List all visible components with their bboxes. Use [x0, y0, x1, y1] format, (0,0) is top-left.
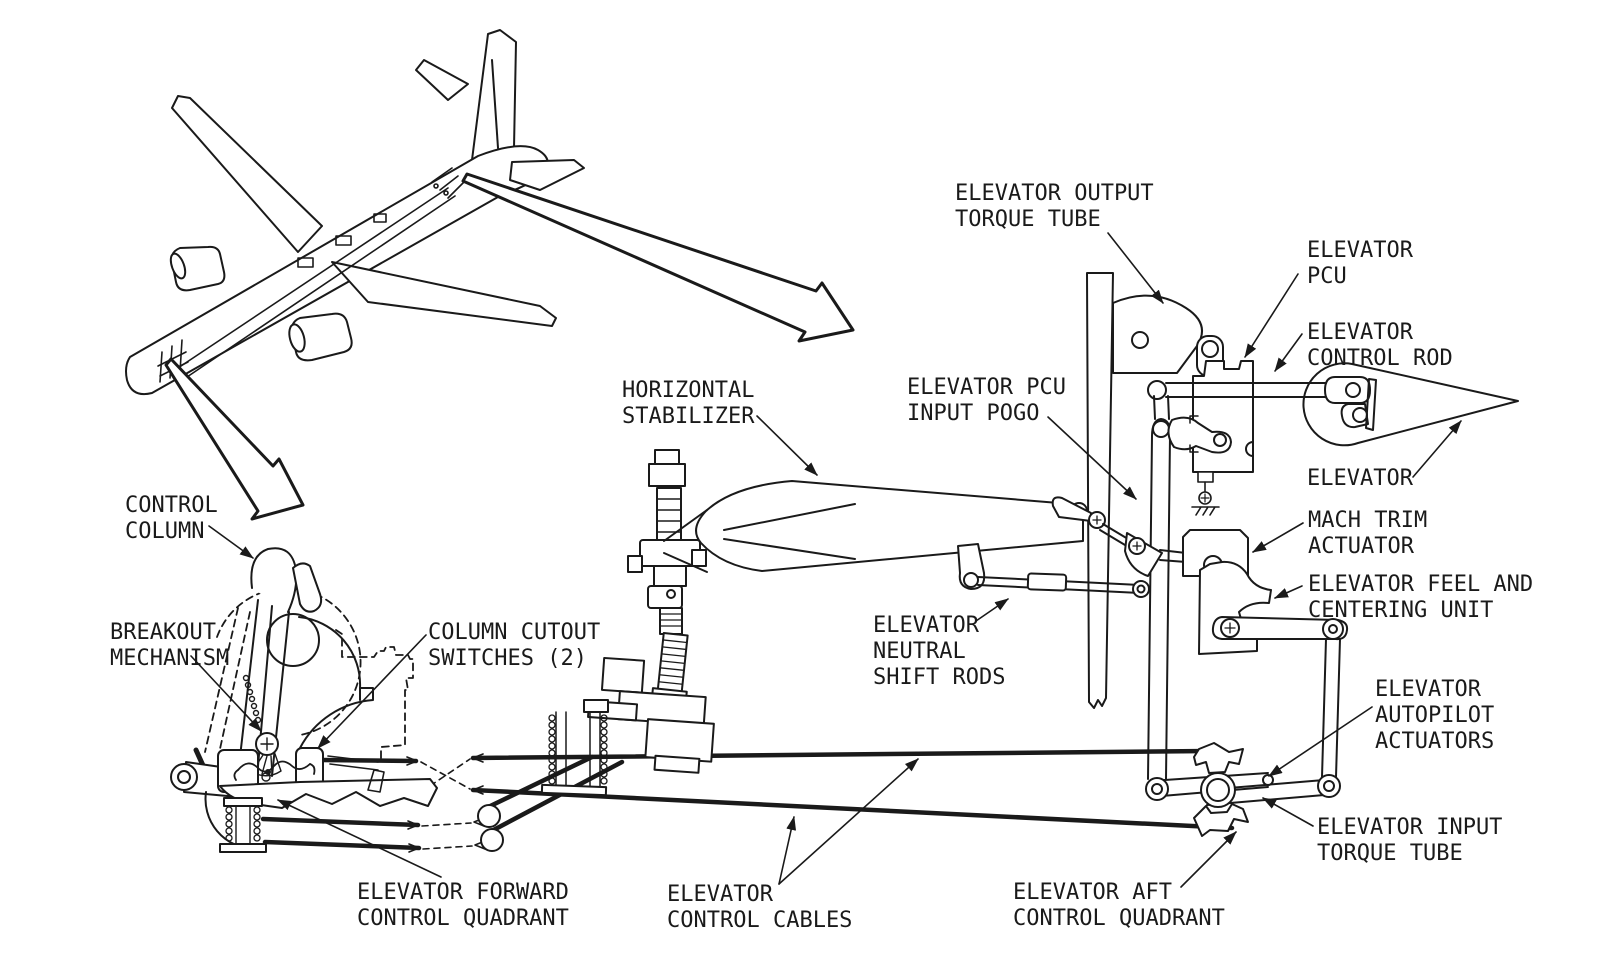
label-mach-trim-actuator: MACH TRIM ACTUATOR: [1308, 508, 1428, 559]
leader-input-pogo: [1047, 416, 1137, 500]
leader-lines: [190, 232, 1462, 888]
leader-control-cables-1: [778, 816, 797, 885]
quadrant-aft-bracket: [327, 755, 385, 793]
forward-quadrant-arm: [219, 778, 438, 809]
control-column-assembly: [239, 547, 374, 782]
elevator-neutral-shift-rod: [977, 572, 1150, 598]
feel-centering-crank: [1198, 560, 1272, 655]
leader-breakout: [190, 655, 262, 732]
spring-canister: [219, 797, 267, 853]
label-elevator-output-torque-tube: ELEVATOR OUTPUT TORQUE TUBE: [955, 181, 1154, 232]
forward-quadrant-assembly: [170, 747, 438, 853]
leader-horizontal-stabilizer: [756, 415, 818, 476]
leader-control-cables-2: [778, 758, 919, 885]
aft-quadrant-lower-arm: [1193, 803, 1249, 837]
elevator-pcu-assembly: [1112, 294, 1519, 780]
label-elevator: ELEVATOR: [1307, 466, 1413, 491]
leader-output-torque-tube: [1107, 232, 1164, 304]
aft-quadrant-upper-arm: [1193, 742, 1244, 774]
right-actuator-link: [1321, 638, 1341, 778]
beam-flag: [1051, 496, 1092, 522]
output-torque-tube-crank: [1112, 294, 1204, 374]
leader-aft-quadrant: [1180, 831, 1237, 888]
forward-structure-dashed: [204, 587, 414, 759]
elevator-control-rod-shape: [1165, 376, 1377, 431]
pcu-body: [1192, 360, 1254, 473]
aft-quadrant-assembly: [1145, 742, 1341, 837]
pcu-ground-symbol: [1191, 471, 1220, 516]
detail-callout-arrows: [164, 172, 855, 521]
leader-input-torque-tube: [1262, 797, 1314, 827]
arrow-to-forward-detail: [164, 357, 305, 521]
leader-mach-trim: [1252, 522, 1304, 553]
arrow-to-aft-detail: [461, 172, 855, 343]
leader-elevator-pcu: [1244, 273, 1299, 358]
cable-pulleys: [477, 804, 504, 852]
label-elevator-aft-control-quadrant: ELEVATOR AFT CONTROL QUADRANT: [1013, 880, 1225, 931]
leader-control-column: [208, 525, 254, 559]
label-elevator-forward-control-quadrant: ELEVATOR FORWARD CONTROL QUADRANT: [357, 880, 569, 931]
control-cables: [193, 747, 1235, 851]
horizontal-stabilizer-shape: [663, 480, 1150, 598]
label-elevator-neutral-shift-rods: ELEVATOR NEUTRAL SHIFT RODS: [873, 613, 1006, 690]
elevator-surface: [1302, 362, 1519, 447]
aft-bulkhead-beam: [1086, 272, 1114, 709]
leader-neutral-shift-rods: [975, 598, 1009, 622]
leader-elevator: [1412, 420, 1462, 478]
leader-feel-centering: [1274, 585, 1303, 599]
trim-spring-hangers: [540, 699, 609, 797]
label-elevator-input-torque-tube: ELEVATOR INPUT TORQUE TUBE: [1317, 815, 1503, 866]
label-elevator-autopilot-actuators: ELEVATOR AUTOPILOT ACTUATORS: [1375, 677, 1495, 754]
label-column-cutout-switches: COLUMN CUTOUT SWITCHES (2): [428, 620, 601, 671]
stabilizer-jackscrew: [540, 449, 715, 797]
label-elevator-control-cables: ELEVATOR CONTROL CABLES: [667, 882, 853, 933]
mach-trim-feel-assembly: [1051, 496, 1349, 778]
label-horizontal-stabilizer: HORIZONTAL STABILIZER: [622, 378, 755, 429]
label-elevator-pcu-input-pogo: ELEVATOR PCU INPUT POGO: [907, 375, 1066, 426]
leader-cutout-switches: [317, 634, 427, 749]
leader-control-rod: [1274, 333, 1303, 372]
column-spring: [242, 674, 262, 724]
label-breakout-mechanism: BREAKOUT MECHANISM: [110, 620, 230, 671]
label-control-column: CONTROL COLUMN: [125, 493, 218, 544]
label-elevator-control-rod: ELEVATOR CONTROL ROD: [1307, 320, 1453, 371]
leader-forward-quadrant: [277, 799, 442, 878]
label-elevator-feel-and-centering-unit: ELEVATOR FEEL AND CENTERING UNIT: [1308, 572, 1534, 623]
airplane-illustration: [125, 29, 585, 396]
label-elevator-pcu: ELEVATOR PCU: [1307, 238, 1413, 289]
pogo-to-pcu-link: [1167, 415, 1232, 454]
pcu-input-pogo-link: [1147, 395, 1172, 780]
leader-autopilot-actuators: [1268, 706, 1373, 777]
